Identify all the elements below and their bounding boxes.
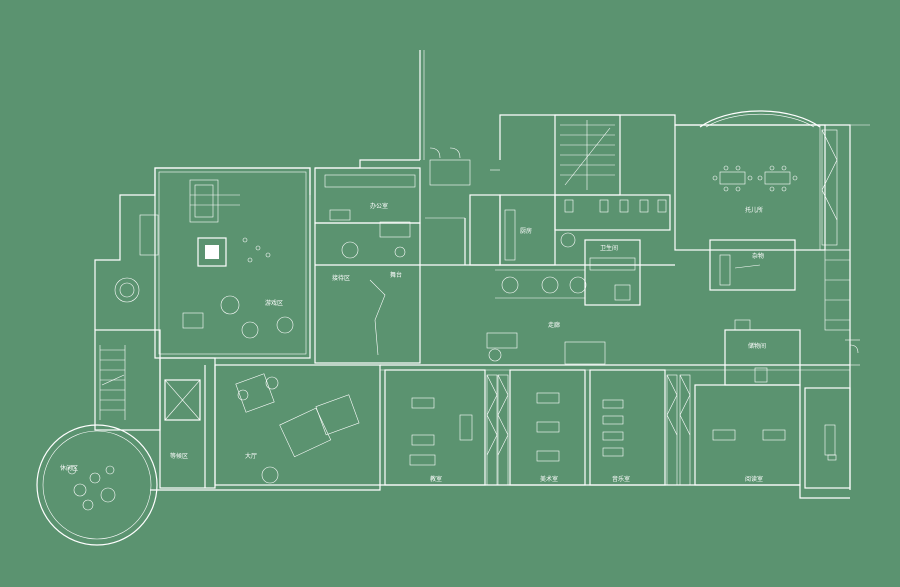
label-kitchen: 厨房 bbox=[520, 227, 532, 235]
label-art-room: 美术室 bbox=[540, 475, 558, 483]
room-labels: 游戏区 办公室 接待区 舞台 厨房 卫生间 托儿所 杂物 走廊 储物间 休闲区 … bbox=[60, 202, 766, 483]
label-playground: 游戏区 bbox=[265, 299, 283, 307]
label-classroom: 教室 bbox=[430, 475, 442, 483]
outer-walls bbox=[94, 50, 870, 499]
label-reception: 接待区 bbox=[332, 274, 350, 282]
label-waiting: 等候区 bbox=[170, 452, 188, 460]
label-leisure: 休闲区 bbox=[60, 464, 78, 472]
nursery-block bbox=[674, 110, 851, 331]
round-tower bbox=[36, 424, 158, 546]
label-storage: 杂物 bbox=[752, 252, 764, 260]
left-wing bbox=[36, 167, 381, 546]
label-music-room: 音乐室 bbox=[612, 475, 630, 483]
label-hall: 大厅 bbox=[245, 452, 257, 460]
label-stage: 舞台 bbox=[390, 271, 402, 279]
service-block bbox=[495, 114, 671, 306]
left-stairs bbox=[99, 345, 126, 420]
label-warehouse: 储物间 bbox=[748, 342, 766, 350]
label-corridor: 走廊 bbox=[548, 321, 560, 329]
leisure-furniture bbox=[235, 373, 360, 484]
structural-shafts bbox=[486, 374, 691, 486]
elevator bbox=[164, 379, 201, 421]
classrooms bbox=[384, 369, 851, 489]
playground-equipment bbox=[114, 179, 294, 339]
central-stairs bbox=[560, 120, 615, 190]
label-reading-room: 阅读室 bbox=[745, 475, 763, 483]
label-restroom: 卫生间 bbox=[600, 244, 618, 252]
central-block bbox=[314, 147, 850, 371]
label-nursery: 托儿所 bbox=[745, 206, 763, 214]
label-office: 办公室 bbox=[370, 202, 388, 210]
